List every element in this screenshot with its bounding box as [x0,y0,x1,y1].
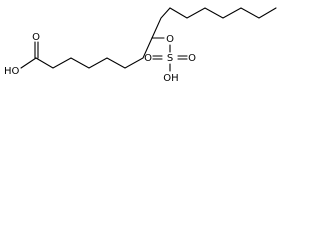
sulfur-label: S [167,53,173,64]
chain-right [151,7,277,39]
sulfate-oxygen-right-label: O [188,53,196,64]
carbonyl-oxygen-label: O [32,32,40,43]
sulfate-hydroxyl-label: OH [163,73,178,84]
hydroxyl-label-left: HO [4,66,20,77]
ester-oxygen-label: O [166,34,174,45]
structural-formula-canvas: HO O O S O O OH [0,0,286,88]
chain-left [35,37,153,69]
bond-oh-c1 [20,57,37,69]
molecule-svg: HO O O S O O OH [4,7,277,84]
sulfate-oxygen-left-label: O [144,53,152,64]
